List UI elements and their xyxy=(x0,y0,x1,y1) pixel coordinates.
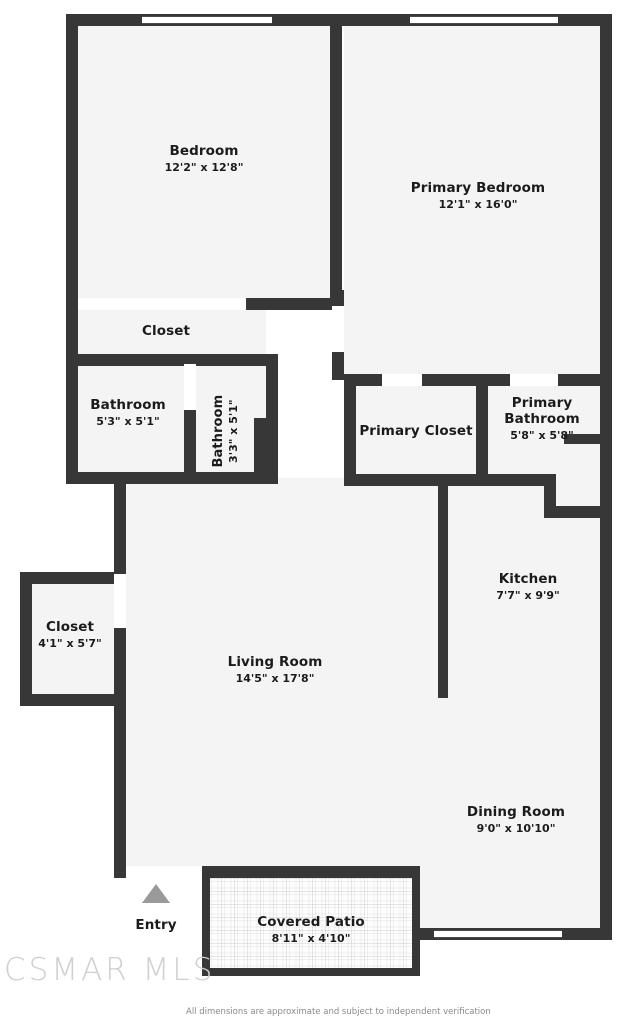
room-area-primary-bathroom xyxy=(488,372,612,486)
wall-primary-closet-left xyxy=(344,374,356,486)
watermark-csmar-mls: CSMAR MLS xyxy=(4,952,216,988)
wall-bathroom-bottom xyxy=(66,472,278,484)
room-dimensions: 5'8" x 5'8" xyxy=(510,428,574,442)
door-opening-primary-closet xyxy=(382,374,422,386)
room-label-kitchen: Kitchen 7'7" x 9'9" xyxy=(428,571,628,603)
wall-primary-bathroom-step-h xyxy=(544,506,612,518)
room-dimensions: 12'1" x 16'0" xyxy=(438,197,518,211)
wall-patio-left xyxy=(202,866,210,976)
room-dimensions: 3'3" x 5'1" xyxy=(227,399,241,463)
room-label-primary-bedroom: Primary Bedroom 12'1" x 16'0" xyxy=(378,180,578,212)
wall-kitchen-left xyxy=(438,486,448,698)
room-label-bedroom: Bedroom 12'2" x 12'8" xyxy=(104,143,304,175)
room-dimensions: 9'0" x 10'10" xyxy=(476,821,556,835)
wall-patio-bottom xyxy=(202,968,420,976)
room-name: Covered Patio xyxy=(257,914,365,930)
room-name: Bedroom xyxy=(169,143,239,159)
room-dimensions: 14'5" x 17'8" xyxy=(235,671,315,685)
room-label-primary-bathroom: Primary Bathroom 5'8" x 5'8" xyxy=(478,395,606,443)
door-opening-primary-bathroom xyxy=(510,374,558,386)
wall-primary-bathroom-stub xyxy=(564,434,612,444)
room-name: Primary Bedroom xyxy=(410,180,546,196)
wall-exterior-left-upper xyxy=(66,14,78,484)
door-opening-closet-right xyxy=(266,310,278,354)
room-dimensions: 7'7" x 9'9" xyxy=(496,588,560,602)
wall-closet-entry-top xyxy=(20,572,126,584)
room-label-dining-room: Dining Room 9'0" x 10'10" xyxy=(416,804,616,836)
room-name: Primary Bathroom xyxy=(504,395,580,427)
wall-closet-bottom xyxy=(66,354,278,366)
room-name: Dining Room xyxy=(466,804,566,820)
room-name: Kitchen xyxy=(498,571,558,587)
room-dimensions: 12'2" x 12'8" xyxy=(164,160,244,174)
wall-living-left-upper xyxy=(114,472,126,574)
disclaimer-text: All dimensions are approximate and subje… xyxy=(186,1007,491,1017)
room-dimensions: 4'1" x 5'7" xyxy=(38,636,102,650)
room-name: Closet xyxy=(45,619,95,635)
entry-arrow-icon xyxy=(142,884,170,903)
window-bedroom-top xyxy=(142,16,272,24)
room-name: Bathroom xyxy=(210,394,226,468)
room-label-primary-closet: Primary Closet xyxy=(336,423,496,440)
door-opening-closet xyxy=(78,298,246,310)
door-opening-bathroom xyxy=(184,364,196,410)
wall-primary-closet-right xyxy=(476,374,488,486)
room-area-living-open xyxy=(114,478,612,878)
room-label-covered-patio: Covered Patio 8'11" x 4'10" xyxy=(211,914,411,946)
room-area-closet-hall xyxy=(66,304,278,360)
wall-bedroom-right xyxy=(330,14,342,304)
room-area-closet-entry xyxy=(20,572,120,706)
room-area-primary-closet xyxy=(344,372,488,486)
wall-patio-top xyxy=(202,866,420,878)
room-label-bathroom: Bathroom 5'3" x 5'1" xyxy=(28,397,228,429)
room-label-closet-hall: Closet xyxy=(66,323,266,340)
room-name: Closet xyxy=(141,323,191,339)
window-primary-bedroom-top xyxy=(410,16,558,24)
window-dining-bottom xyxy=(434,930,562,938)
wall-closet-entry-left xyxy=(20,572,32,706)
room-label-living-room: Living Room 14'5" x 17'8" xyxy=(175,654,375,686)
room-area-primary-bedroom xyxy=(344,14,612,380)
room-dimensions: 5'3" x 5'1" xyxy=(96,414,160,428)
room-label-bathroom-2: Bathroom 3'3" x 5'1" xyxy=(211,351,241,511)
patio-surface xyxy=(208,878,414,974)
room-name: Primary Closet xyxy=(359,423,473,439)
door-opening-primary-bedroom xyxy=(332,306,344,352)
wall-primary-closet-bottom xyxy=(344,474,488,486)
room-area-bathroom xyxy=(66,360,190,484)
wall-primary-bathroom-bottom xyxy=(488,474,556,486)
room-name: Living Room xyxy=(227,654,323,670)
room-label-closet-entry: Closet 4'1" x 5'7" xyxy=(0,619,170,651)
wall-bathroom2-jog xyxy=(254,418,266,484)
door-opening-closet-entry xyxy=(114,574,126,628)
room-name: Bathroom xyxy=(90,397,166,413)
wall-living-left-lower xyxy=(114,628,126,878)
wall-closet-entry-bottom xyxy=(20,694,126,706)
wall-bathroom2-right xyxy=(266,354,278,484)
wall-exterior-right xyxy=(600,14,612,940)
wall-patio-right xyxy=(412,866,420,976)
entry-label: Entry xyxy=(135,917,177,933)
door-opening-entry xyxy=(126,866,208,878)
room-dimensions: 8'11" x 4'10" xyxy=(271,931,351,945)
marker-label-entry: Entry xyxy=(56,917,256,934)
room-area-bedroom xyxy=(66,14,342,304)
